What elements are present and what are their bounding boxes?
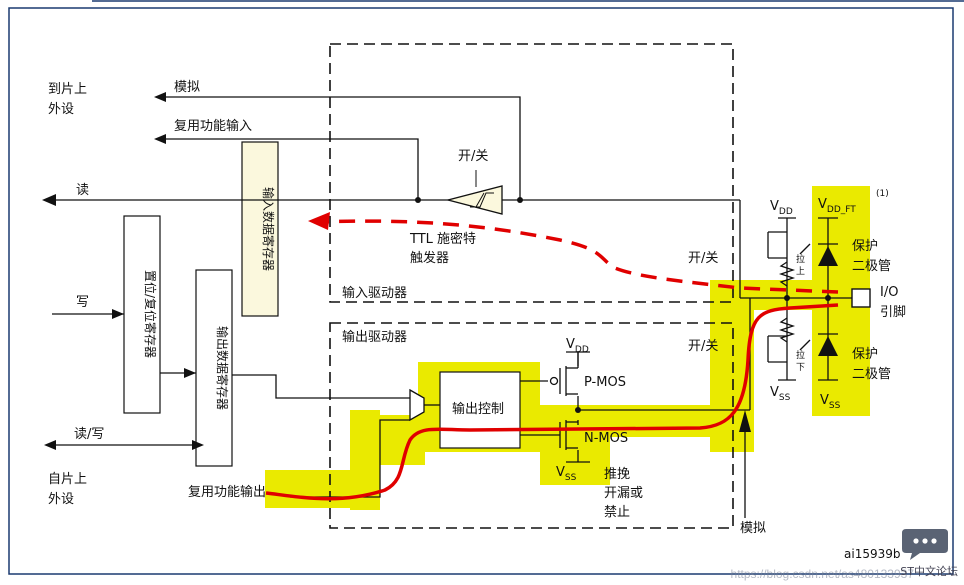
ttl-schmitt-line1: TTL 施密特 xyxy=(409,231,476,247)
output-data-register xyxy=(195,269,233,467)
input-driver-box xyxy=(329,43,734,303)
outer-frame xyxy=(8,7,954,575)
logo-caption: ST中文论坛 xyxy=(900,565,958,578)
footnote-marker: (1) xyxy=(876,189,889,199)
output-control-label: 输出控制 xyxy=(452,401,504,417)
junction-dots xyxy=(415,197,831,413)
protect-diode-1-line2: 二极管 xyxy=(852,259,891,274)
on-off-label-1: 开/关 xyxy=(458,149,488,164)
output-control-box xyxy=(439,371,521,449)
io-pin-line1: I/O xyxy=(880,285,898,300)
vdd-ft-label: VDD_FT xyxy=(818,197,856,215)
write-label: 写 xyxy=(76,295,89,310)
ttl-schmitt-line2: 触发器 xyxy=(410,250,449,266)
vss-main-label: VSS xyxy=(556,465,577,483)
arrowheads xyxy=(42,92,751,450)
io-pin-line2: 引脚 xyxy=(880,304,906,320)
alt-func-output-label: 复用功能输出 xyxy=(188,484,266,500)
analog-top-label: 模拟 xyxy=(174,80,200,95)
protection-diodes xyxy=(818,217,838,381)
output-driver-label: 输出驱动器 xyxy=(342,329,407,345)
from-peripheral-line2: 外设 xyxy=(48,492,74,507)
schmitt-trigger xyxy=(445,170,503,215)
p-mos-transistor xyxy=(549,351,590,396)
pull-up-line1: 拉 xyxy=(796,253,805,265)
read-write-label: 读/写 xyxy=(74,427,104,442)
io-pad xyxy=(851,288,871,308)
figure-id: ai15939b xyxy=(844,547,900,561)
n-mos-label: N-MOS xyxy=(584,431,628,446)
input-signal-arrow xyxy=(308,212,330,230)
push-pull-line1: 推挽 xyxy=(604,467,630,482)
on-off-label-2: 开/关 xyxy=(688,251,718,266)
n-mos-transistor xyxy=(559,420,590,463)
pull-down-line2: 下 xyxy=(796,363,805,373)
bit-set-reset-register-label: 置位/复位寄存器 xyxy=(143,270,158,358)
from-peripheral-line1: 自片上 xyxy=(48,472,87,487)
on-off-label-3: 开/关 xyxy=(688,339,718,354)
pull-down-line1: 拉 xyxy=(796,349,805,361)
chat-bubble-icon xyxy=(902,529,948,560)
pull-resistors xyxy=(778,217,811,381)
protect-diode-2-line2: 二极管 xyxy=(852,367,891,382)
push-pull-line2: 开漏或 xyxy=(604,485,643,501)
bit-set-reset-register xyxy=(123,215,161,414)
protect-diode-2-line1: 保护 xyxy=(852,347,878,362)
protect-diode-1-line1: 保护 xyxy=(852,239,878,254)
vss-diode-label: VSS xyxy=(820,393,841,411)
vdd-pull-label: VDD xyxy=(770,199,793,217)
output-driver-box xyxy=(329,322,734,529)
input-signal-path xyxy=(319,219,839,294)
analog-bottom-label: 模拟 xyxy=(740,521,766,536)
alt-func-input-label: 复用功能输入 xyxy=(174,118,252,134)
input-data-register xyxy=(241,141,279,317)
output-signal-path xyxy=(265,303,839,501)
vdd-main-label: VDD xyxy=(566,337,589,355)
input-driver-label: 输入驱动器 xyxy=(342,285,407,301)
to-peripheral-line1: 到片上 xyxy=(48,82,87,97)
watermark-url: https://blog.csdn.net/as480133937 xyxy=(730,567,914,581)
read-label: 读 xyxy=(76,183,89,198)
output-mux xyxy=(409,388,425,422)
vss-pull-label: VSS xyxy=(770,385,791,403)
to-peripheral-line2: 外设 xyxy=(48,102,74,117)
pull-up-line2: 上 xyxy=(796,266,805,277)
input-data-register-label: 输入数据寄存器 xyxy=(261,187,276,271)
push-pull-line3: 禁止 xyxy=(604,505,630,520)
p-mos-label: P-MOS xyxy=(584,375,626,390)
output-data-register-label: 输出数据寄存器 xyxy=(215,326,230,410)
